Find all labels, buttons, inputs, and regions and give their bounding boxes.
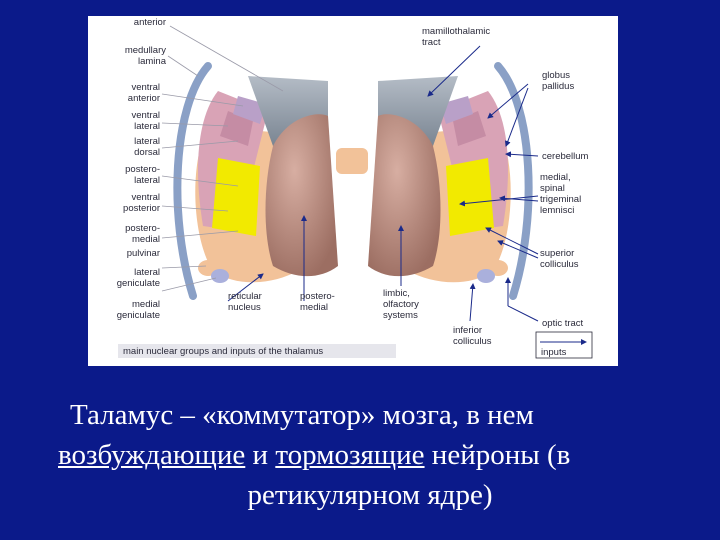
left-labels: anterior medullary lamina ventral anteri… [117,17,167,321]
label-pulvinar: pulvinar [127,248,160,259]
label-ventral-posterior-2: posterior [123,203,160,214]
label-lateral-geniculate-2: geniculate [117,278,160,289]
figure-caption: main nuclear groups and inputs of the th… [123,346,323,357]
label-reticular-1: reticular [228,291,262,302]
left-brown-medial [265,114,338,277]
label-limbic-1: limbic, [383,288,410,299]
slide-line-2-end: нейроны (в [424,439,571,471]
label-globus-2: pallidus [542,81,574,92]
left-outer-arc [173,62,212,300]
label-superior-1: superior [540,248,574,259]
label-medial-geniculate-2: geniculate [117,310,160,321]
label-medial-spinal-1: medial, [540,172,571,183]
slide-line-3: ретикулярном ядре) [247,479,493,511]
legend-box [535,331,593,359]
label-posteromedial-2: medial [300,302,328,313]
label-reticular-2: nucleus [228,302,261,313]
label-optic-tract: optic tract [542,318,584,329]
label-lateral-geniculate-1: lateral [134,267,160,278]
label-ventral-lateral-1: ventral [131,110,160,121]
excitatory-word: возбуждающие [58,439,246,471]
slide-line-2: возбуждающие и тормозящие нейроны (в [40,435,700,475]
label-lateral-dorsal-2: dorsal [134,147,160,158]
left-medial-geniculate [211,269,229,283]
label-medial-spinal-3: trigeminal [540,194,581,205]
slide-line-2-mid: и [245,439,276,471]
label-ventral-lateral-2: lateral [134,121,160,132]
label-ventral-anterior-1: ventral [131,82,160,93]
label-mamillothalamic-2: tract [422,37,441,48]
label-medial-spinal-2: spinal [540,183,565,194]
label-limbic-3: systems [383,310,418,321]
label-medial-geniculate-1: medial [132,299,160,310]
right-outer-arc [494,62,533,300]
right-yellow-nucleus [446,158,494,236]
label-medial-spinal-4: lemnisci [540,205,574,216]
label-ventral-anterior-2: anterior [128,93,160,104]
right-medial-geniculate [477,269,495,283]
label-mamillothalamic-1: mamillothalamic [422,26,490,37]
slide-caption: Таламус – «коммутатор» мозга, в нем возб… [40,395,700,515]
label-postero-medial-2: medial [132,234,160,245]
thalamus-diagram: anterior medullary lamina ventral anteri… [117,17,593,359]
left-pointer-lines [161,25,284,292]
left-yellow-nucleus [212,158,260,236]
label-globus-1: globus [542,70,570,81]
inhibitory-word: тормозящие [275,439,425,471]
right-labels: mamillothalamic tract globus pallidus ce… [422,26,589,329]
label-limbic-2: olfactory [383,299,419,310]
label-lamina: lamina [138,56,167,67]
label-cerebellum: cerebellum [542,151,589,162]
caption-bar [118,344,396,358]
right-lateral-dorsal [453,111,486,146]
label-superior-2: colliculus [540,259,579,270]
thalamus-figure: anterior medullary lamina ventral anteri… [88,16,618,366]
label-ventral-posterior-1: ventral [131,192,160,203]
slide-line-1: Таламус – «коммутатор» мозга, в нем [70,399,534,431]
label-lateral-dorsal-1: lateral [134,136,160,147]
right-brown-medial [368,114,441,277]
label-anterior: anterior [134,17,166,28]
label-postero-medial-1: postero- [125,223,160,234]
input-arrows [227,45,539,322]
bottom-labels: reticular nucleus postero- medial limbic… [228,288,492,347]
massa-intermedia [336,148,368,174]
label-postero-lateral-2: lateral [134,175,160,186]
left-lateral-dorsal [220,111,253,146]
label-postero-lateral-1: postero- [125,164,160,175]
legend-inputs: inputs [541,347,567,358]
label-inferior-1: inferior [453,325,482,336]
label-posteromedial-1: postero- [300,291,335,302]
label-inferior-2: colliculus [453,336,492,347]
label-medullary: medullary [125,45,166,56]
